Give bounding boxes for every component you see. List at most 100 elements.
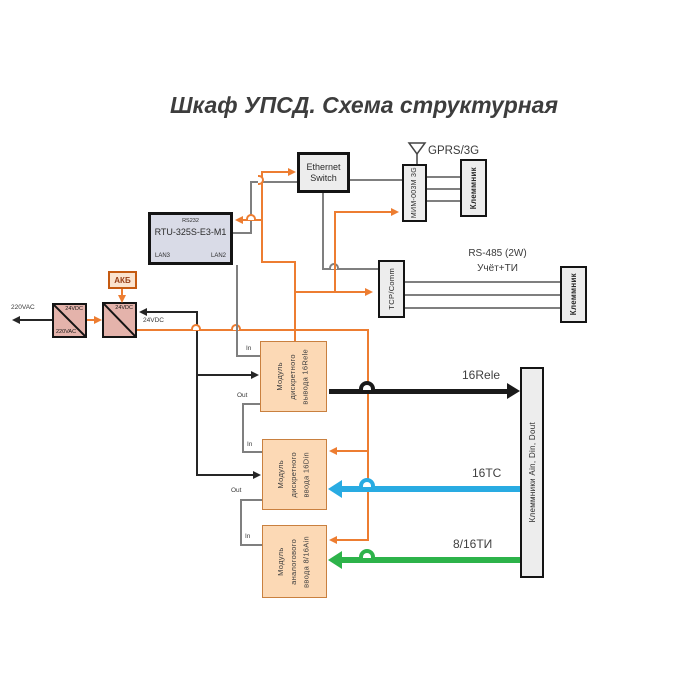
wire-out2-v xyxy=(240,499,242,546)
wire-switch-rtu-h1 xyxy=(250,181,297,183)
module-ain-label: Модуль аналогового ввода 8/16Ain xyxy=(276,535,311,588)
wire-out1-h xyxy=(242,403,260,405)
bus-ain-label: 8/16ТИ xyxy=(453,537,493,551)
switch-power-arrow xyxy=(288,167,296,176)
terminal-top-label: Клеммник xyxy=(469,166,478,210)
module2-feed-arrow xyxy=(253,470,261,479)
gprs-label: GPRS/3G xyxy=(428,145,480,157)
rs485-label: RS-485 (2W) xyxy=(468,248,527,259)
tcp-comm-box: TCP/Comm xyxy=(378,260,405,318)
wire-psu-link xyxy=(87,319,96,321)
psu-link-arrow xyxy=(94,315,102,324)
wire-battery xyxy=(121,289,123,297)
psu-ac-box: 24VDC 220VAC xyxy=(52,303,87,338)
wire-lan2-h xyxy=(236,355,260,357)
module1-feed-arrow xyxy=(251,370,259,379)
psu-dc-box: 24VDC xyxy=(102,302,137,338)
wire-dc-upper-h xyxy=(261,261,296,263)
rtu-box: RS232 RTU-325S-E3-M1 LAN3 LAN2 xyxy=(148,212,233,265)
wire-switch-tcp-v xyxy=(322,193,324,270)
wire-modem-terminal-1 xyxy=(427,176,460,178)
wire-dc-module2 xyxy=(337,450,369,452)
wire-switch-rtu-h2 xyxy=(233,232,252,234)
bus-din-arrow xyxy=(328,480,342,498)
wire-dc-riser xyxy=(294,261,296,341)
wire-dc-return-h xyxy=(147,311,197,313)
wire-dc-modem-h xyxy=(334,211,392,213)
modem-box: МИМ-003М 3G xyxy=(402,164,427,222)
module-ain-box: Модуль аналогового ввода 8/16Ain xyxy=(262,525,327,598)
modem-power-arrow xyxy=(391,207,399,216)
wire-dc-bus xyxy=(137,329,369,331)
wire-modem-terminal-2 xyxy=(427,188,460,190)
rtu-port-lan-right: LAN2 xyxy=(210,253,226,259)
psu-diagonal xyxy=(53,304,85,336)
module-dout-box: Модуль дискретного вывода 16Rele xyxy=(260,341,327,412)
terminal-rs485-box: Клеммник xyxy=(560,266,587,323)
antenna-icon xyxy=(407,142,427,166)
psu-ac-out-label: 24VDC xyxy=(65,306,83,312)
terminal-top-box: Клеммник xyxy=(460,159,487,217)
wire-hop xyxy=(258,175,264,185)
wire-dc-modem-v xyxy=(334,211,336,293)
wire-switch-rtu-v xyxy=(250,181,252,234)
dc-return-arrow xyxy=(139,307,147,316)
rtu-port-rs232: RS232 xyxy=(182,218,199,224)
modem-label: МИМ-003М 3G xyxy=(411,167,418,219)
battery-label: АКБ xyxy=(114,275,131,285)
wire-rs485-3 xyxy=(405,307,560,309)
wire-out1-v xyxy=(242,403,244,453)
module2-out-label: Out xyxy=(231,487,242,494)
module1-in-label: In xyxy=(246,345,252,352)
wire-out2-h xyxy=(240,499,262,501)
wire-dc-return-v xyxy=(196,311,198,476)
psu-diagonal xyxy=(103,303,135,336)
wire-hop xyxy=(359,478,375,487)
bus-ain-arrow xyxy=(328,551,342,569)
wire-dc-tcp-h xyxy=(294,291,366,293)
module3-in-label: In xyxy=(245,533,251,540)
wire-feed-module2 xyxy=(196,474,254,476)
bus-dout-arrow xyxy=(507,383,520,399)
wire-hop xyxy=(359,549,375,558)
psu-dc-out-label: 24VDC xyxy=(115,305,133,311)
terminal-io-label: Клеммники Ain, Din, Dout xyxy=(527,422,537,523)
mains-arrow xyxy=(12,315,20,324)
tcp-power-arrow xyxy=(365,287,373,296)
wire-dc-upper-v xyxy=(261,171,263,263)
module2-in-label: In xyxy=(247,441,253,448)
psu-ac-in-label: 220VAC xyxy=(56,329,77,335)
module-din-box: Модуль дискретного ввода 16Din xyxy=(262,439,327,510)
terminal-io-box: Клеммники Ain, Din, Dout xyxy=(520,367,544,578)
wire-rs485-1 xyxy=(405,281,560,283)
bus-dout-line xyxy=(329,389,511,394)
rtu-power-arrow xyxy=(235,215,243,224)
wire-switch-tcp-h xyxy=(322,268,378,270)
wire-hop xyxy=(246,214,256,220)
wire-dc-rtu xyxy=(243,219,263,221)
wire-dc-module3 xyxy=(337,539,369,541)
battery-arrow xyxy=(117,295,126,303)
module1-out-label: Out xyxy=(237,392,248,399)
wire-lan2-v xyxy=(236,265,238,357)
bus-ain-line xyxy=(341,557,520,563)
terminal-rs485-label: Клеммник xyxy=(569,273,578,316)
wire-rs485-2 xyxy=(405,294,560,296)
wire-switch-modem xyxy=(350,179,402,181)
rs485-sublabel: Учёт+ТИ xyxy=(477,263,518,274)
bus-dout-label: 16Rele xyxy=(462,368,501,382)
wire-hop xyxy=(359,381,375,390)
wire-dc-drop xyxy=(367,329,369,541)
wire-hop xyxy=(191,324,201,330)
wire-modem-terminal-3 xyxy=(427,200,460,202)
module2-power-arrow xyxy=(329,446,337,455)
wire-dc-switch xyxy=(261,171,289,173)
mains-label: 220VAC xyxy=(11,304,35,311)
tcp-comm-label: TCP/Comm xyxy=(387,268,396,310)
rtu-label: RTU-325S-E3-M1 xyxy=(154,227,227,237)
wire-mains xyxy=(20,319,52,321)
module-din-label: Модуль дискретного ввода 16Din xyxy=(276,451,311,498)
bus-din-label: 16ТС xyxy=(472,466,502,480)
module-dout-label: Модуль дискретного вывода 16Rele xyxy=(275,348,310,405)
